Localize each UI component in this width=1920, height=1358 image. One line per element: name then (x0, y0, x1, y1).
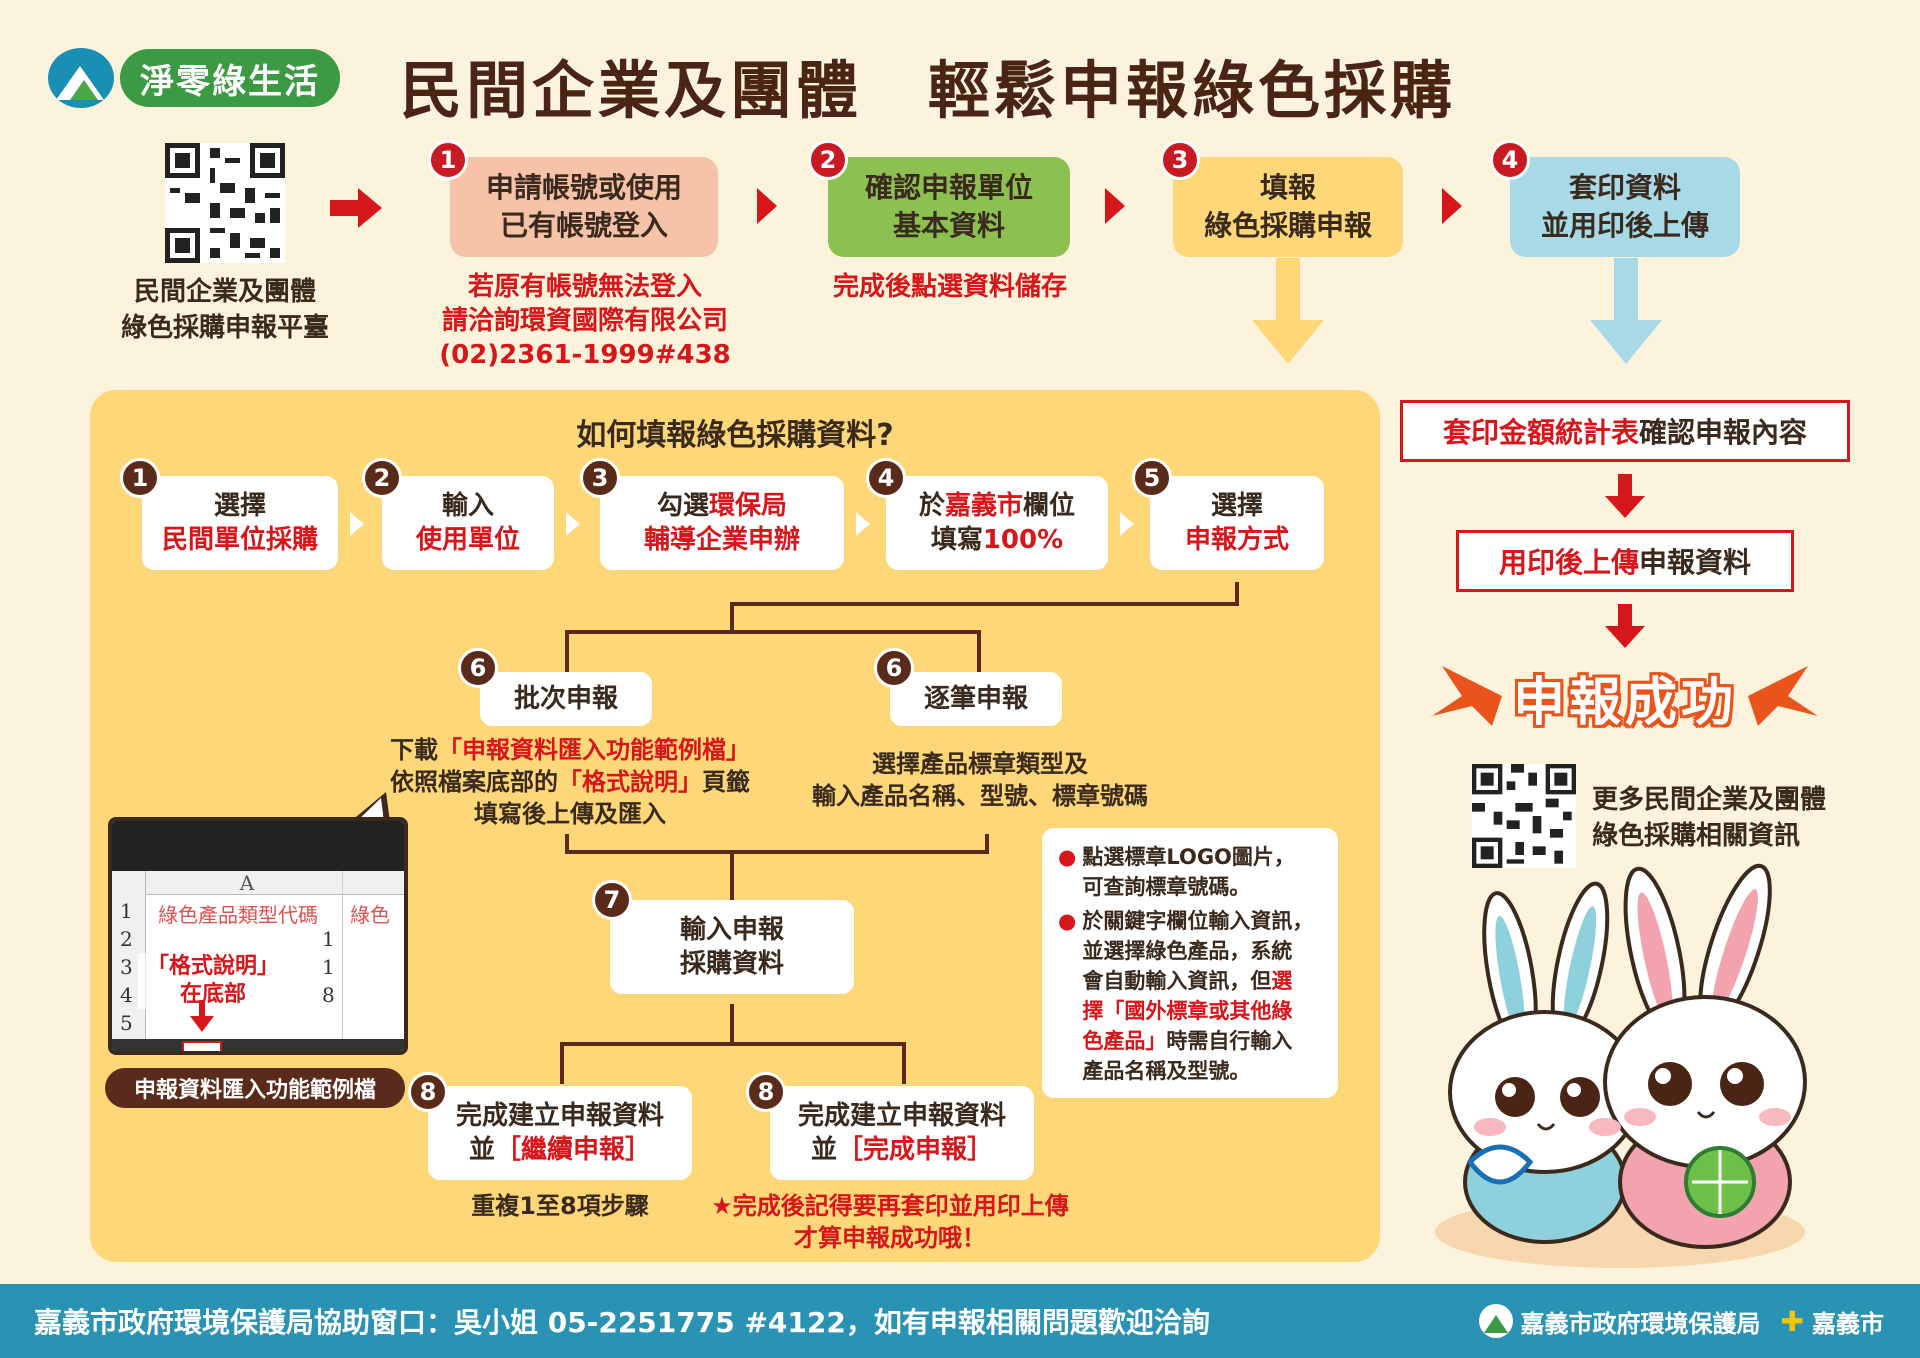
page-title: 民間企業及團體 輕鬆申報綠色採購 (400, 54, 1457, 127)
city-logo-icon: ✚ (1780, 1304, 1804, 1338)
single-report-tips: ● 點選標章LOGO圖片，可查詢標章號碼。 ● 於關鍵字欄位輸入資訊， 並選擇綠… (1042, 828, 1338, 1098)
footer-city: 嘉義市 (1812, 1309, 1884, 1338)
success-label: 申報成功 (1512, 673, 1737, 733)
top-step-1: 申請帳號或使用 已有帳號登入 (450, 157, 718, 257)
chevron-right-icon (1105, 188, 1125, 224)
connector-line (565, 834, 569, 854)
excel-sheet-tabs (112, 1039, 404, 1051)
connector-line (565, 630, 569, 672)
repeat-note: 重複1至8項步驟 (471, 1192, 649, 1220)
more-info-qr-code-icon[interactable] (1472, 764, 1576, 868)
top-step-2: 確認申報單位 基本資料 (828, 157, 1070, 257)
example-file-caption: 申報資料匯入功能範例檔 (105, 1068, 405, 1108)
substep-3: 勾選環保局 輔導企業申辦 (600, 476, 844, 570)
chevron-right-icon (1120, 512, 1134, 536)
burst-left-icon (1432, 666, 1502, 726)
connector-line (902, 1042, 906, 1084)
step2-note: 完成後點選資料儲存 (832, 272, 1067, 302)
arrow-right-icon (330, 200, 360, 216)
step8-continue-box: 完成建立申報資料 並［繼續申報］ (428, 1086, 692, 1180)
chevron-right-icon (566, 512, 580, 536)
print-summary-box: 套印金額統計表確認申報內容 (1400, 400, 1850, 462)
footer-contact: 嘉義市政府環境保護局協助窗口：吳小姐 05-2251775 #4122，如有申報… (34, 1306, 1210, 1339)
connector-line (730, 602, 734, 632)
format-callout: 「格式說明」 在底部 (138, 953, 288, 1009)
excel-toolbar (112, 821, 404, 871)
substep-number-badge: 8 (746, 1072, 786, 1112)
substep-1: 選擇 民間單位採購 (142, 476, 338, 570)
substep-number-badge: 3 (580, 458, 620, 498)
chevron-right-icon (856, 512, 870, 536)
reminder-note: ★完成後記得要再套印並用印上傳 才算申報成功哦！ (711, 1192, 1069, 1252)
arrow-down-icon (1605, 626, 1645, 648)
epa-logo-icon (48, 48, 114, 108)
connector-line (1235, 582, 1239, 606)
chevron-right-icon (1442, 188, 1462, 224)
footer-org: 嘉義市政府環境保護局 (1520, 1309, 1761, 1338)
burst-right-icon (1748, 666, 1818, 726)
example-file-thumbnail: A 1 綠色產品類型代碼 綠色 2 1 3 1 4 8 5 「格式說明」 在底部 (108, 817, 408, 1055)
arrow-down-icon (1252, 258, 1324, 364)
step7-box: 輸入申報 採購資料 (610, 900, 854, 994)
arrow-down-icon (1590, 258, 1662, 364)
connector-line (985, 834, 989, 854)
substep-number-badge: 5 (1132, 458, 1172, 498)
connector-line (565, 850, 989, 854)
single-description: 選擇產品標章類型及 輸入產品名稱、型號、標章號碼 (812, 750, 1148, 810)
speech-tail-icon (350, 792, 390, 822)
connector-line (560, 1042, 906, 1046)
step-number-badge: 2 (808, 140, 848, 180)
platform-qr-code-icon[interactable] (165, 143, 285, 263)
logo-text: 淨零綠生活 (120, 49, 340, 107)
chevron-right-icon (350, 512, 364, 536)
step-number-badge: 1 (428, 140, 468, 180)
brand-logo: 淨零綠生活 (48, 44, 343, 112)
arrow-down-icon (1618, 474, 1632, 498)
epa-logo-icon (1478, 1304, 1513, 1338)
connector-line (560, 1042, 564, 1084)
top-step-4: 套印資料 並用印後上傳 (1510, 157, 1740, 257)
bullet-icon: ● (1058, 909, 1077, 933)
substep-2: 輸入 使用單位 (382, 476, 554, 570)
substep-number-badge: 8 (408, 1072, 448, 1112)
panel-title: 如何填報綠色採購資料? (576, 418, 894, 453)
more-info-text: 更多民間企業及團體 綠色採購相關資訊 (1592, 785, 1827, 851)
substep-4: 於嘉義市欄位 填寫100% (886, 476, 1108, 570)
substep-number-badge: 6 (458, 648, 498, 688)
batch-description: 下載「申報資料匯入功能範例檔」 依照檔案底部的「格式說明」頁籤 填寫後上傳及匯入 (390, 736, 750, 828)
chevron-right-icon (757, 188, 777, 224)
connector-line (730, 1004, 734, 1046)
step8-finish-box: 完成建立申報資料 並［完成申報］ (770, 1086, 1034, 1180)
single-report-box: 逐筆申報 (890, 672, 1062, 726)
substep-5: 選擇 申報方式 (1150, 476, 1324, 570)
platform-caption: 民間企業及團體 綠色採購申報平臺 (120, 277, 329, 343)
arrow-right-icon (358, 188, 382, 228)
upload-box: 用印後上傳申報資料 (1456, 530, 1794, 592)
excel-grid: A 1 綠色產品類型代碼 綠色 2 1 3 1 4 8 5 「格式說明」 在底部 (112, 871, 404, 1039)
substep-number-badge: 4 (866, 458, 906, 498)
substep-number-badge: 6 (874, 648, 914, 688)
substep-number-badge: 2 (362, 458, 402, 498)
arrow-down-icon (1605, 496, 1645, 518)
connector-line (730, 602, 1239, 606)
arrow-down-icon (1618, 604, 1632, 628)
batch-report-box: 批次申報 (480, 672, 652, 726)
rabbit-mascots-icon (1435, 863, 1807, 1268)
footer-bar: 嘉義市政府環境保護局協助窗口：吳小姐 05-2251775 #4122，如有申報… (0, 1284, 1920, 1358)
top-step-3: 填報 綠色採購申報 (1173, 157, 1403, 257)
step-number-badge: 3 (1160, 140, 1200, 180)
step-number-badge: 4 (1490, 140, 1530, 180)
connector-line (977, 630, 981, 672)
substep-number-badge: 7 (592, 880, 632, 920)
step1-note: 若原有帳號無法登入 請洽詢環資國際有限公司 (02)2361-1999#438 (439, 272, 731, 370)
substep-number-badge: 1 (120, 458, 160, 498)
bullet-icon: ● (1058, 845, 1077, 869)
connector-line (565, 630, 981, 634)
connector-line (730, 850, 734, 900)
arrow-down-icon (190, 1000, 214, 1032)
